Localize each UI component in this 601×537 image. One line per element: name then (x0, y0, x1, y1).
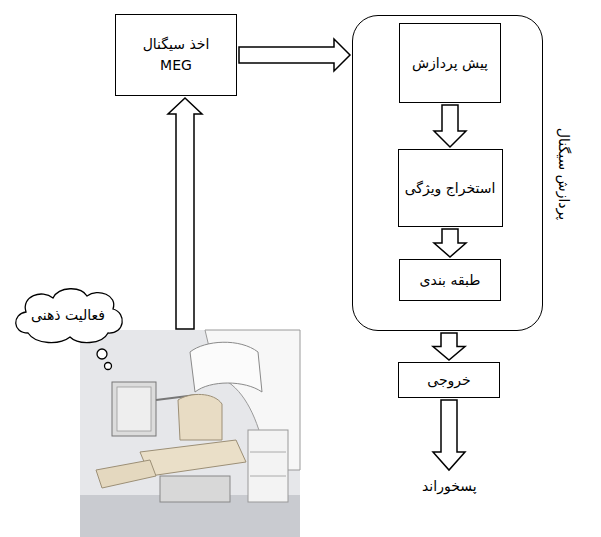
process-box: اخذ سیگنال MEG (115, 14, 237, 96)
thought-cloud: فعالیت ذهنی (8, 283, 128, 347)
block-arrow (433, 333, 465, 360)
block-arrow (434, 229, 466, 257)
box-text: خروجی (427, 370, 470, 391)
thought-bubble (97, 349, 107, 359)
block-arrow (239, 39, 350, 71)
box-text: استخراج ویژگی (405, 178, 496, 199)
box-text: طبقه بندی (420, 270, 481, 291)
block-arrow (434, 105, 466, 147)
process-box: استخراج ویژگی (398, 149, 503, 227)
meg-scanner-photo (80, 330, 300, 537)
cloud-text: فعالیت ذهنی (31, 305, 105, 326)
process-box: طبقه بندی (399, 259, 501, 301)
processing-group: پردازش سیگنالپیش پردازشاستخراج ویژگیطبقه… (352, 15, 543, 331)
block-arrow (433, 400, 465, 470)
process-box: خروجی (398, 362, 500, 398)
feedback-label: پسخوراند (422, 478, 477, 494)
box-text: اخذ سیگنال MEG (130, 34, 222, 76)
thought-bubble (105, 363, 112, 370)
block-arrow (168, 98, 202, 329)
group-heading: پردازش سیگنال (556, 128, 572, 220)
box-text: پیش پردازش (412, 53, 488, 74)
process-box: پیش پردازش (399, 23, 501, 103)
